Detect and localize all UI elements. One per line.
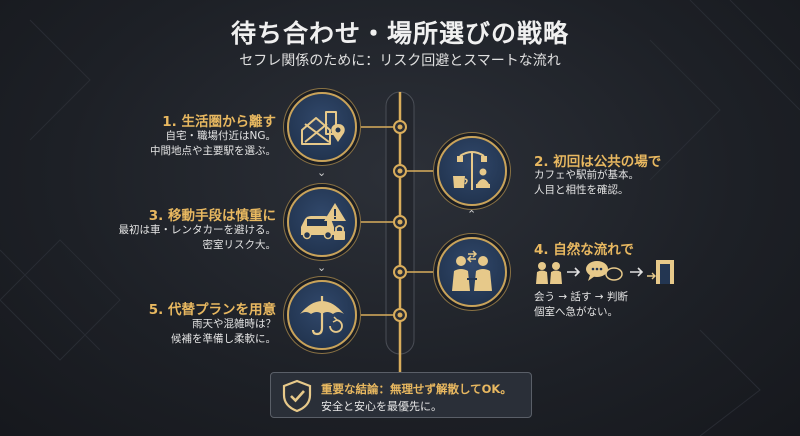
step-1-line-1: 自宅・職場付近はNG。	[165, 130, 277, 142]
step-2-icon-circle	[437, 136, 507, 206]
cafe-streetlamp-icon	[453, 151, 490, 190]
meet-talk-decide-flow-icon	[536, 260, 674, 284]
step-2-chevron-icon: ⌃	[467, 208, 477, 221]
step-1-chevron-icon: ⌄	[317, 166, 327, 179]
step-2-line-2: 人目と相性を確認。	[534, 184, 629, 196]
people-exchange-icon	[452, 250, 492, 291]
step-3-heading: 3. 移動手段は慎重に	[148, 208, 276, 224]
step-3-chevron-icon: ⌄	[317, 261, 327, 274]
step-2-heading: 2. 初回は公共の場で	[534, 154, 662, 170]
step-3-line-2: 密室リスク大。	[202, 239, 277, 251]
umbrella-refresh-icon	[300, 296, 344, 336]
step-3-line-1: 最初は車・レンタカーを避ける。	[118, 224, 277, 236]
step-5-line-2: 候補を準備し柔軟に。	[171, 333, 276, 345]
step-4-line-2: 個室へ急がない。	[534, 306, 618, 318]
step-1-line-2: 中間地点や主要駅を選ぶ。	[150, 145, 276, 157]
step-5-line-1: 雨天や混雑時は？	[192, 318, 276, 330]
page-title: 待ち合わせ・場所選びの戦略	[230, 19, 569, 48]
step-4-line-1: 会う → 話す → 判断	[534, 291, 628, 303]
step-4-icon-circle	[437, 237, 507, 307]
car-warning-lock-icon	[301, 203, 346, 240]
shield-check-icon	[282, 379, 312, 413]
step-5-heading: 5. 代替プランを用意	[148, 302, 276, 318]
step-3-icon-circle	[287, 187, 357, 257]
step-5-icon-circle	[287, 280, 357, 350]
page-subtitle: セフレ関係のために：リスク回避とスマートな流れ	[239, 53, 561, 69]
house-location-icon	[301, 111, 345, 145]
conclusion-heading: 重要な結論：無理せず解散してOK。	[321, 382, 512, 396]
conclusion-text: 安全と安心を最優先に。	[321, 400, 442, 413]
step-1-icon-circle	[287, 92, 357, 162]
conclusion-box: 重要な結論：無理せず解散してOK。 安全と安心を最優先に。	[270, 372, 532, 418]
step-1-heading: 1. 生活圏から離す	[162, 114, 276, 130]
step-4-heading: 4. 自然な流れで	[534, 242, 634, 258]
step-2-line-1: カフェや駅前が基本。	[534, 169, 639, 181]
